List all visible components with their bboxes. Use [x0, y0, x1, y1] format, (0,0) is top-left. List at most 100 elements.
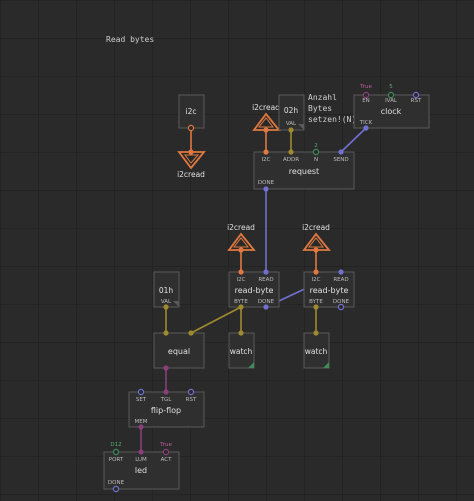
- i2cread-a-label: i2cread: [252, 103, 280, 112]
- i2cread-c-inner-icon: [307, 237, 325, 248]
- request-n-label: N: [314, 157, 318, 163]
- node-i2cread-a[interactable]: i2cread: [252, 103, 281, 133]
- request-done-pin[interactable]: [263, 186, 269, 192]
- led-act-pin[interactable]: [162, 448, 170, 456]
- rb1-byte-pin[interactable]: [238, 304, 244, 310]
- wire-rb1-byte-equal[interactable]: [190, 306, 242, 334]
- watch1-in-pin[interactable]: [238, 330, 244, 336]
- request-n-pin[interactable]: [312, 148, 320, 156]
- node-read-byte-1[interactable]: I2C READ read-byte BYTE DONE: [228, 269, 280, 310]
- node-clock[interactable]: True 5 EN IVAL RST clock TICK: [353, 84, 430, 131]
- flipflop-tgl-pin[interactable]: [163, 389, 169, 395]
- request-n-value: 2: [314, 143, 318, 149]
- i2c-input-label: i2c: [186, 107, 197, 116]
- clock-ival-value: 5: [389, 84, 393, 90]
- rb1-byte-label: BYTE: [234, 299, 248, 305]
- rb2-title: read-byte: [310, 286, 349, 295]
- led-lum-label: LUM: [135, 457, 147, 463]
- i2cread-b-inner-icon: [232, 237, 250, 248]
- node-watch-2[interactable]: watch: [303, 330, 330, 369]
- rb1-read-pin[interactable]: [263, 269, 269, 275]
- flipflop-rst-pin[interactable]: [187, 388, 195, 396]
- rb2-byte-label: BYTE: [309, 299, 323, 305]
- rb1-done-pin[interactable]: [263, 304, 269, 310]
- watch2-in-pin[interactable]: [313, 330, 319, 336]
- rb2-byte-pin[interactable]: [313, 304, 319, 310]
- node-i2cread-c[interactable]: i2cread: [302, 223, 331, 253]
- request-addr-pin[interactable]: [288, 149, 294, 155]
- rb1-read-label: READ: [258, 277, 273, 283]
- constant-02h-value: 02h: [284, 106, 299, 115]
- node-watch-1[interactable]: watch: [228, 330, 255, 369]
- i2cread-b-pin[interactable]: [238, 247, 244, 253]
- node-led[interactable]: D12 True PORT LUM ACT led DONE: [103, 442, 180, 493]
- clock-ival-pin[interactable]: [387, 91, 395, 99]
- rb2-read-pin[interactable]: [338, 269, 344, 275]
- request-title: request: [289, 167, 319, 176]
- led-act-label: ACT: [161, 457, 173, 463]
- clock-en-pin[interactable]: [362, 91, 370, 99]
- node-i2c-input[interactable]: i2c: [178, 94, 205, 132]
- equal-title: equal: [168, 347, 190, 356]
- led-lum-pin[interactable]: [138, 449, 144, 455]
- i2cread-output-inner-icon: [184, 154, 200, 164]
- node-read-byte-2[interactable]: I2C READ read-byte BYTE DONE: [303, 269, 355, 311]
- wire-clock-send[interactable]: [340, 127, 367, 153]
- i2cread-a-inner-icon: [257, 117, 275, 128]
- clock-rst-label: RST: [411, 98, 422, 104]
- i2cread-c-pin[interactable]: [313, 247, 319, 253]
- flipflop-set-pin[interactable]: [137, 388, 145, 396]
- watch1-title: watch: [230, 347, 253, 356]
- led-done-label: DONE: [108, 480, 125, 486]
- rb2-done-pin[interactable]: [337, 303, 345, 311]
- rb1-done-label: DONE: [258, 299, 275, 305]
- clock-en-label: EN: [362, 98, 370, 104]
- rb1-title: read-byte: [235, 286, 274, 295]
- node-i2cread-b[interactable]: i2cread: [227, 223, 256, 253]
- flipflop-mem-label: MEM: [135, 419, 148, 425]
- clock-ival-label: IVAL: [385, 98, 398, 104]
- request-send-pin[interactable]: [338, 149, 344, 155]
- i2cread-b-label: i2cread: [227, 223, 255, 232]
- i2cread-output-label: i2cread: [177, 170, 205, 179]
- i2c-input-pin[interactable]: [187, 124, 195, 132]
- node-i2cread-output[interactable]: i2cread: [177, 149, 206, 179]
- constant-01h-pin[interactable]: [163, 304, 169, 310]
- rb1-i2c-pin[interactable]: [238, 269, 244, 275]
- i2cread-a-pin[interactable]: [263, 127, 269, 133]
- node-constant-02h[interactable]: 02h VAL: [278, 94, 305, 133]
- watch2-corner-icon: [323, 362, 329, 368]
- led-port-pin[interactable]: [112, 448, 120, 456]
- clock-tick-label: TICK: [359, 120, 373, 126]
- rb2-i2c-label: I2C: [312, 277, 321, 283]
- request-i2c-pin[interactable]: [263, 149, 269, 155]
- watch1-corner-icon: [248, 362, 254, 368]
- clock-tick-pin[interactable]: [363, 125, 369, 131]
- request-addr-label: ADDR: [283, 157, 299, 163]
- equal-out-pin[interactable]: [163, 365, 169, 371]
- node-request[interactable]: 2 I2C ADDR N SEND request DONE: [253, 143, 355, 192]
- constant-02h-pin[interactable]: [288, 127, 294, 133]
- clock-rst-pin[interactable]: [412, 91, 420, 99]
- equal-in1-pin[interactable]: [163, 330, 169, 336]
- led-port-label: PORT: [109, 457, 124, 463]
- wires: [140, 127, 367, 452]
- rb2-i2c-pin[interactable]: [313, 269, 319, 275]
- flipflop-mem-pin[interactable]: [138, 424, 144, 430]
- led-done-pin[interactable]: [112, 485, 120, 493]
- comment-anzahl-1: Anzahl: [308, 93, 337, 102]
- equal-in2-pin[interactable]: [188, 330, 194, 336]
- i2cread-output-pin[interactable]: [188, 149, 194, 155]
- constant-01h-pin-label: VAL: [161, 299, 172, 305]
- node-flip-flop[interactable]: SET TGL RST flip-flop MEM: [128, 388, 205, 430]
- constant-02h-pin-label: VAL: [286, 121, 297, 127]
- comment-read-bytes: Read bytes: [106, 35, 154, 44]
- flipflop-tgl-label: TGL: [160, 397, 173, 403]
- flipflop-rst-label: RST: [186, 397, 197, 403]
- node-constant-01h[interactable]: 01h VAL: [153, 271, 180, 310]
- constant-01h-corner-icon: [173, 301, 179, 307]
- clock-en-value: True: [359, 84, 372, 90]
- node-equal[interactable]: equal: [153, 330, 205, 371]
- led-act-value: True: [159, 442, 172, 448]
